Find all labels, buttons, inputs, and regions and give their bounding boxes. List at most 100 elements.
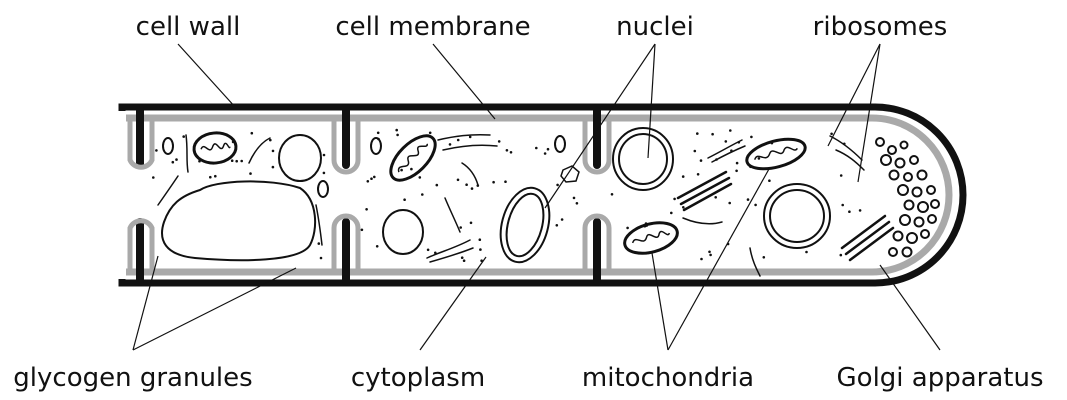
granule-dot bbox=[573, 197, 576, 200]
granule-dot bbox=[725, 140, 728, 143]
granule-dot bbox=[400, 169, 403, 172]
granule-dot bbox=[463, 259, 466, 262]
label-mitochondria: mitochondria bbox=[582, 365, 754, 391]
label-ribosomes: ribosomes bbox=[813, 14, 948, 40]
granule-dot bbox=[771, 142, 774, 145]
leader-cell-wall bbox=[178, 44, 236, 108]
granule-dot bbox=[403, 198, 406, 201]
granule-dot bbox=[449, 143, 452, 146]
granule-dot bbox=[396, 134, 399, 137]
granule-dot bbox=[182, 135, 185, 138]
granule-dot bbox=[461, 256, 464, 259]
granule-dot bbox=[269, 139, 272, 142]
granule-dot bbox=[377, 138, 380, 141]
label-nuclei: nuclei bbox=[616, 14, 694, 40]
label-cell-membrane: cell membrane bbox=[335, 14, 530, 40]
granule-dot bbox=[272, 150, 275, 153]
granule-dot bbox=[175, 158, 178, 161]
granule-dot bbox=[429, 132, 432, 135]
granule-dot bbox=[670, 212, 673, 215]
granule-dot bbox=[626, 227, 629, 230]
granule-dot bbox=[152, 176, 155, 179]
granule-dot bbox=[172, 161, 175, 164]
granule-dot bbox=[561, 218, 564, 221]
granule-dot bbox=[477, 184, 480, 187]
granule-dot bbox=[361, 229, 364, 232]
granule-dot bbox=[457, 179, 460, 182]
granule-dot bbox=[730, 149, 733, 152]
granule-dot bbox=[700, 258, 703, 261]
granule-dot bbox=[434, 252, 437, 255]
granule-dot bbox=[498, 140, 501, 143]
granule-dot bbox=[768, 179, 771, 182]
granule-dot bbox=[556, 224, 559, 227]
granule-dot bbox=[470, 222, 473, 225]
granule-dot bbox=[365, 208, 368, 211]
granule-dot bbox=[504, 180, 507, 183]
granule-dot bbox=[758, 157, 761, 160]
granule-dot bbox=[479, 248, 482, 251]
granule-dot bbox=[492, 181, 495, 184]
granule-dot bbox=[249, 172, 252, 175]
granule-dot bbox=[682, 206, 685, 209]
granule-dot bbox=[214, 175, 217, 178]
granule-dot bbox=[240, 160, 243, 163]
granule-dot bbox=[506, 149, 509, 152]
granule-dot bbox=[694, 150, 697, 153]
granule-dot bbox=[576, 202, 579, 205]
granule-dot bbox=[471, 187, 474, 190]
granule-dot bbox=[848, 210, 851, 213]
granule-dot bbox=[410, 168, 413, 171]
granule-dot bbox=[427, 249, 430, 252]
granule-dot bbox=[749, 166, 752, 169]
granule-dot bbox=[747, 198, 750, 201]
granule-dot bbox=[544, 152, 547, 155]
granule-dot bbox=[859, 209, 862, 212]
granule-dot bbox=[840, 174, 843, 177]
granule-dot bbox=[232, 141, 235, 144]
granule-dot bbox=[323, 172, 326, 175]
granule-dot bbox=[547, 148, 550, 151]
granule-dot bbox=[465, 183, 468, 186]
granule-dot bbox=[459, 226, 462, 229]
granule-dot bbox=[421, 193, 424, 196]
granule-dot bbox=[763, 256, 766, 259]
granule-dot bbox=[457, 139, 460, 142]
granule-dot bbox=[840, 254, 843, 257]
label-cytoplasm: cytoplasm bbox=[351, 365, 485, 391]
granule-dot bbox=[376, 245, 379, 248]
granule-dot bbox=[729, 129, 732, 132]
cell-wall bbox=[122, 107, 963, 283]
granule-dot bbox=[155, 149, 158, 152]
granule-dot bbox=[373, 176, 376, 179]
granule-dot bbox=[697, 173, 700, 176]
granule-dot bbox=[556, 184, 559, 187]
granule-dot bbox=[696, 132, 699, 135]
granule-dot bbox=[754, 204, 757, 207]
granule-dot bbox=[377, 132, 380, 135]
granule-dot bbox=[370, 177, 373, 180]
granule-dot bbox=[535, 147, 538, 150]
granule-dot bbox=[673, 198, 676, 201]
granule-dot bbox=[728, 202, 731, 205]
granule-dot bbox=[715, 158, 718, 161]
granule-dot bbox=[708, 251, 711, 254]
granule-dot bbox=[843, 143, 846, 146]
granule-dot bbox=[714, 196, 717, 199]
granule-dot bbox=[272, 166, 275, 169]
granule-dot bbox=[611, 193, 614, 196]
granule-dot bbox=[395, 129, 398, 132]
granule-dot bbox=[645, 222, 648, 225]
granule-dot bbox=[841, 204, 844, 207]
granule-dot bbox=[367, 180, 370, 183]
granule-dot bbox=[682, 175, 685, 178]
granule-dot bbox=[711, 133, 714, 136]
granule-dot bbox=[198, 160, 201, 163]
granule-dot bbox=[419, 176, 422, 179]
granule-dot bbox=[251, 132, 254, 135]
granule-dot bbox=[469, 136, 472, 139]
granule-dot bbox=[510, 151, 513, 154]
granule-dot bbox=[805, 251, 808, 254]
granule-dot bbox=[323, 154, 326, 157]
